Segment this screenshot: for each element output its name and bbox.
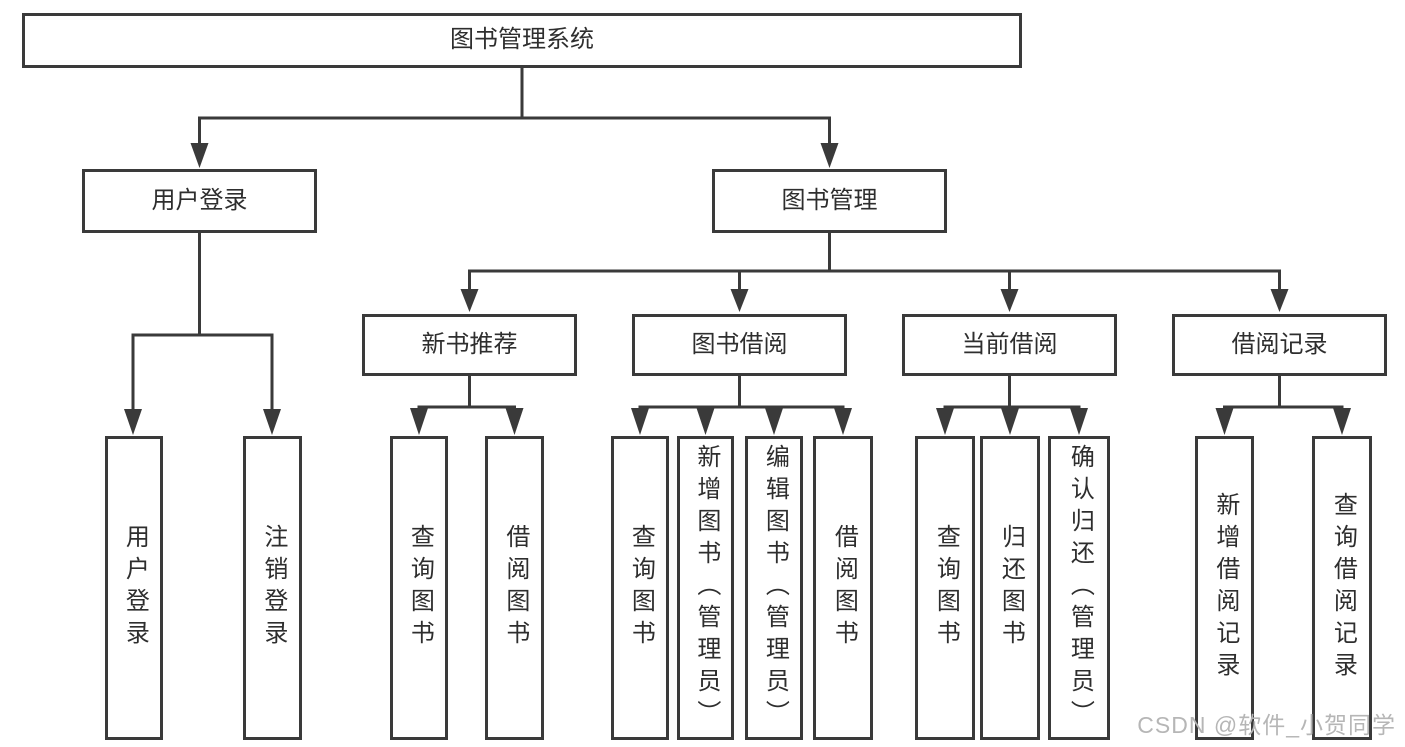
node-borrowing-records: 借阅记录 [1172, 314, 1387, 376]
leaf-borrow-books-recommendation: 借阅图书 [485, 436, 544, 740]
node-library-management-system: 图书管理系统 [22, 13, 1022, 68]
leaf-add-book-admin: 新增图书（管理员） [677, 436, 734, 740]
leaf-query-books-borrowing: 查询图书 [611, 436, 669, 740]
leaf-logout: 注销登录 [243, 436, 302, 740]
node-current-borrowing: 当前借阅 [902, 314, 1117, 376]
leaf-query-books-current: 查询图书 [915, 436, 975, 740]
node-user-login: 用户登录 [82, 169, 317, 233]
leaf-user-login: 用户登录 [105, 436, 163, 740]
leaf-borrow-books-borrowing: 借阅图书 [813, 436, 873, 740]
connector-segments [131, 66, 1344, 412]
node-new-book-recommendation: 新书推荐 [362, 314, 577, 376]
leaf-query-books-recommendation: 查询图书 [390, 436, 448, 740]
leaf-confirm-return-admin: 确认归还（管理员） [1048, 436, 1110, 740]
node-book-borrowing: 图书借阅 [632, 314, 847, 376]
leaf-add-borrow-record: 新增借阅记录 [1195, 436, 1254, 740]
leaf-query-borrow-record: 查询借阅记录 [1312, 436, 1372, 740]
leaf-return-book: 归还图书 [980, 436, 1040, 740]
leaf-edit-book-admin: 编辑图书（管理员） [745, 436, 803, 740]
csdn-watermark: CSDN @软件_小贺同学 [1137, 712, 1396, 738]
arrowheads [124, 143, 1351, 435]
node-book-management: 图书管理 [712, 169, 947, 233]
